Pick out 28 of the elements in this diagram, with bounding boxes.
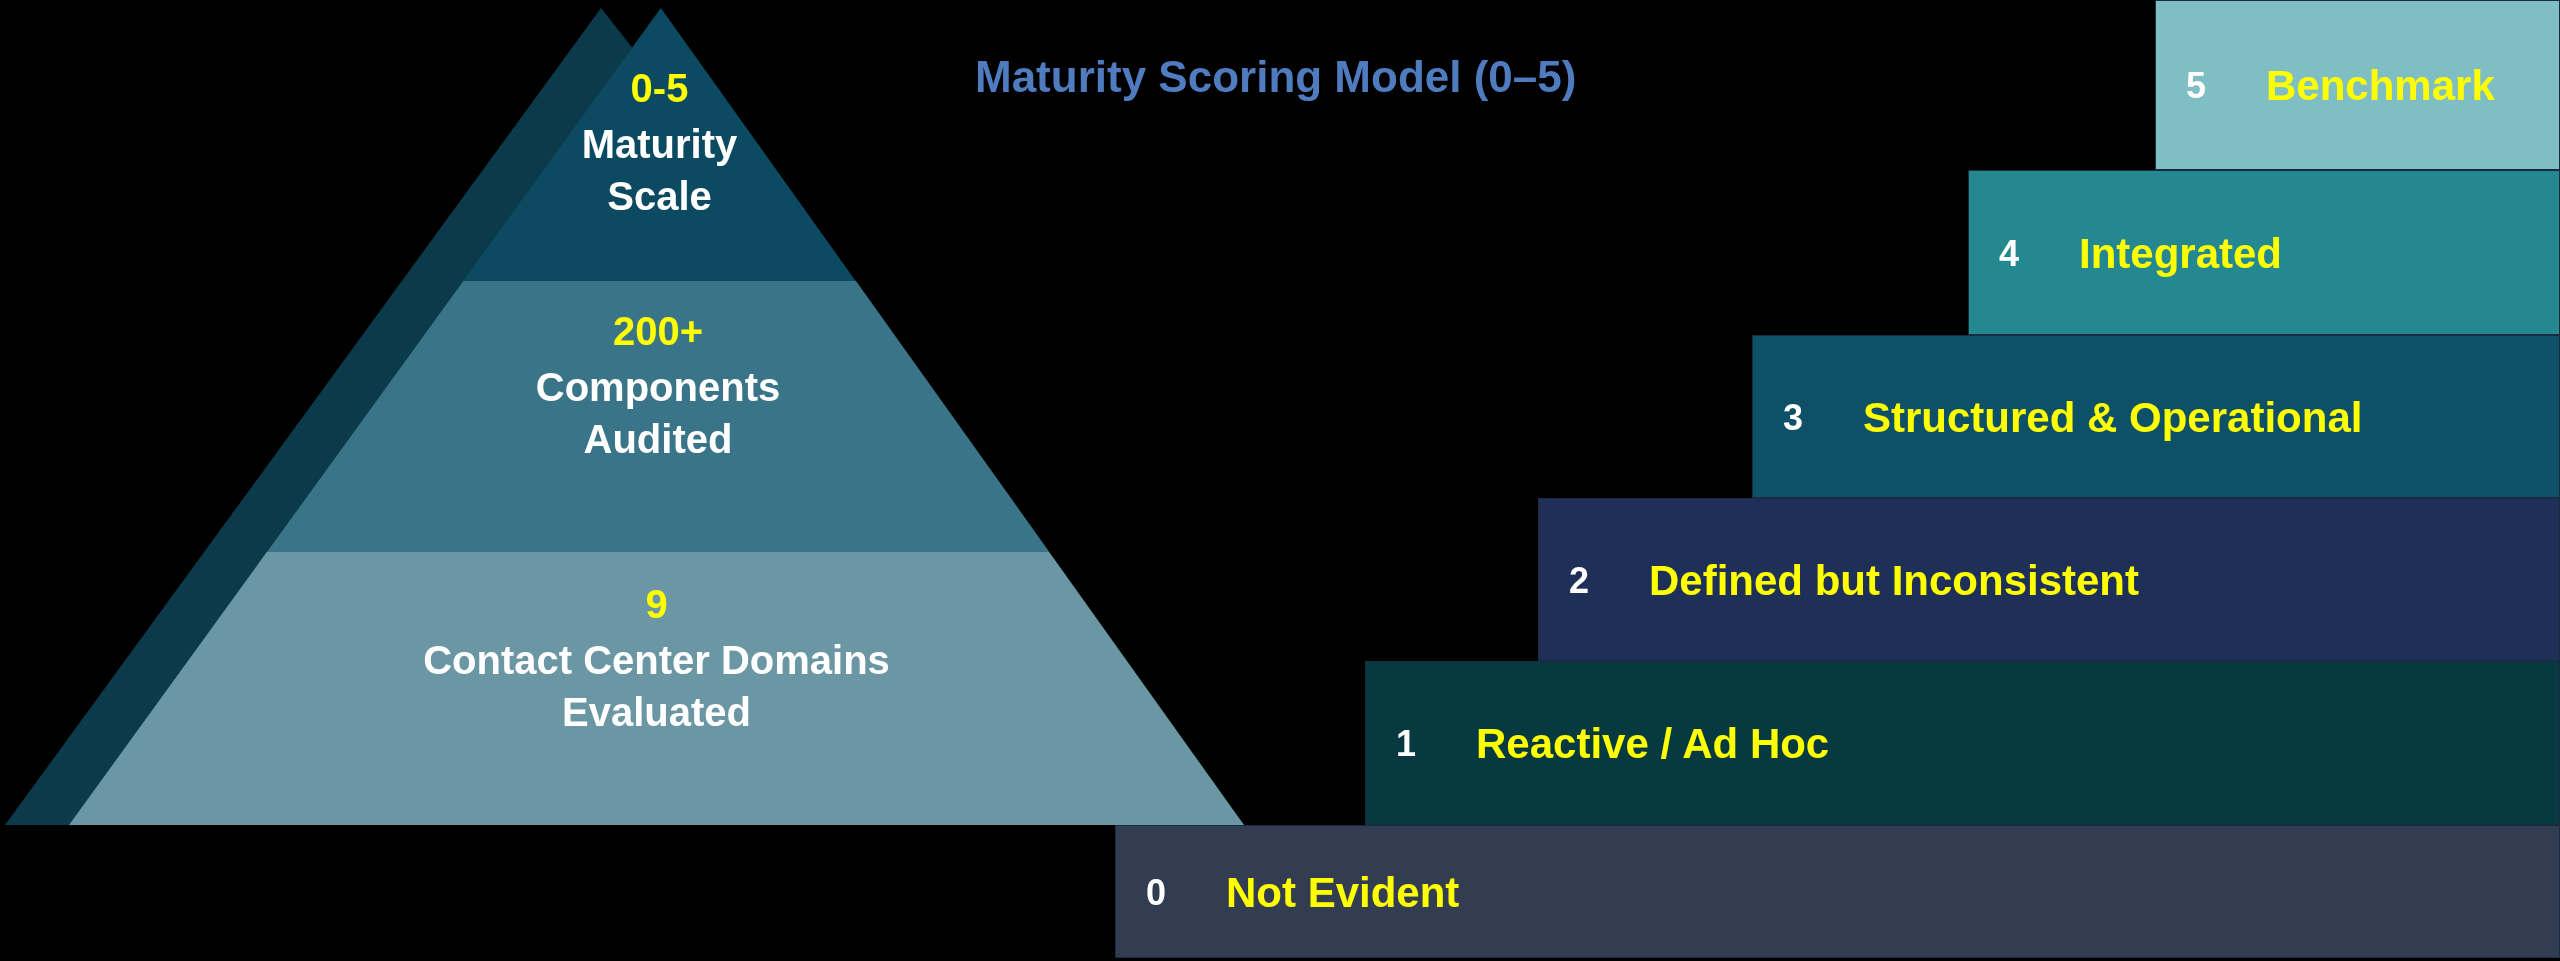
level-number: 1 xyxy=(1396,722,1417,766)
level-label: Structured & Operational xyxy=(1863,392,2363,443)
level-label: Integrated xyxy=(2079,228,2283,279)
level-number: 0 xyxy=(1146,870,1167,915)
level-number: 5 xyxy=(2186,64,2207,108)
maturity-step xyxy=(2155,0,2560,170)
figure-number: 9 xyxy=(644,581,669,628)
level-label: Benchmark xyxy=(2266,61,2495,111)
maturity-step xyxy=(1752,335,2560,498)
pyramid-band xyxy=(69,552,1244,825)
level-number: 2 xyxy=(1569,558,1590,603)
level-number: 4 xyxy=(1999,231,2020,276)
pyramid-band xyxy=(463,8,856,281)
band-label: Components Audited xyxy=(534,364,782,463)
level-label: Reactive / Ad Hoc xyxy=(1476,719,1830,769)
title: Maturity Scoring Model (0–5) xyxy=(975,52,1577,102)
maturity-step xyxy=(1968,170,2560,335)
figure-number: 200+ xyxy=(611,308,705,355)
pyramid-band xyxy=(266,281,1050,552)
level-label: Not Evident xyxy=(1226,867,1460,918)
maturity-step xyxy=(1538,498,2560,661)
band-label: Maturity Scale xyxy=(580,121,739,220)
level-number: 3 xyxy=(1783,395,1804,440)
band-label: Contact Center Domains Evaluated xyxy=(422,637,891,736)
figure-number: 0-5 xyxy=(629,65,690,112)
maturity-step xyxy=(1365,661,2560,825)
maturity-step xyxy=(1115,825,2560,958)
level-label: Defined but Inconsistent xyxy=(1649,555,2139,606)
